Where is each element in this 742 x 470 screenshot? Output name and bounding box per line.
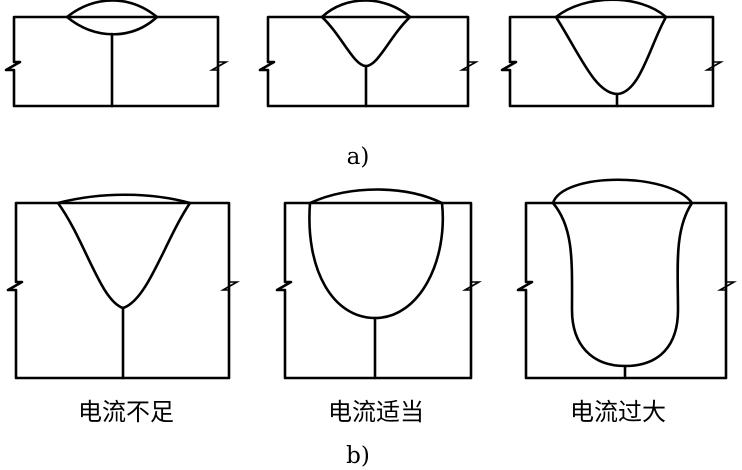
panel-b3 (516, 178, 738, 380)
weld-bead-b2 (308, 188, 445, 320)
part-b-label: b) (346, 443, 370, 469)
panel-b1 (6, 193, 241, 380)
panel-a2 (258, 0, 480, 108)
panel-a3 (500, 0, 725, 108)
weld-bead-a3 (554, 0, 668, 96)
weld-bead-b1 (56, 193, 192, 310)
panel-b2 (275, 188, 483, 380)
caption-proper-current: 电流适当 (328, 398, 424, 426)
caption-excessive-current: 电流过大 (570, 398, 666, 426)
weld-bead-b3 (551, 178, 694, 368)
weld-bead-a1 (65, 0, 159, 36)
weld-bead-a2 (320, 0, 412, 68)
caption-insufficient-current: 电流不足 (78, 398, 174, 426)
panel-a1 (4, 0, 230, 108)
part-a-label: a) (347, 144, 370, 170)
